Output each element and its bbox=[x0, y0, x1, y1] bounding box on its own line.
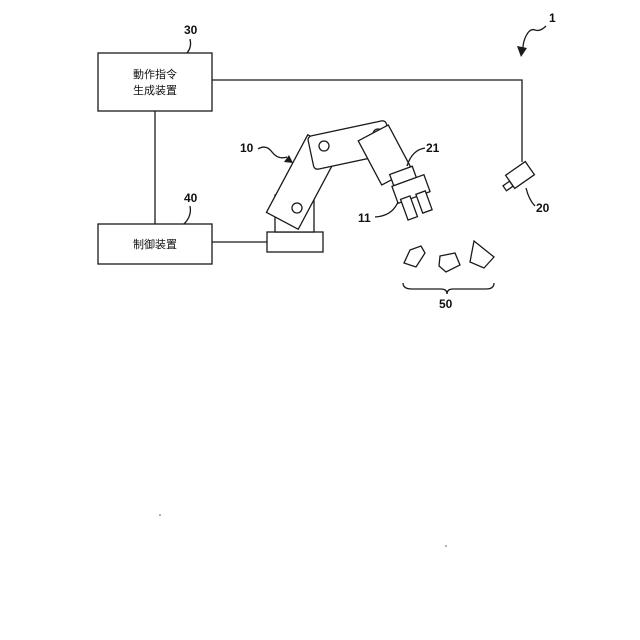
ref-label-20: 20 bbox=[536, 201, 550, 215]
ref-label-1: 1 bbox=[549, 11, 556, 25]
controller-label: 制御装置 bbox=[133, 237, 177, 251]
workpiece-1 bbox=[404, 246, 425, 267]
leader-1 bbox=[523, 26, 546, 48]
command-generator-box bbox=[98, 53, 212, 111]
robot-joint-elbow bbox=[319, 141, 329, 151]
controller-block: 制御装置 bbox=[98, 224, 212, 264]
leader-11 bbox=[375, 202, 398, 217]
workpiece-3 bbox=[470, 241, 494, 268]
ref-label-50: 50 bbox=[439, 297, 453, 311]
robot-joint-lower bbox=[292, 203, 302, 213]
command-generator-label-line1: 動作指令 bbox=[133, 67, 177, 81]
command-generator-label-line2: 生成装置 bbox=[133, 83, 177, 97]
scan-speck bbox=[159, 514, 161, 516]
ref-label-30: 30 bbox=[184, 23, 198, 37]
scan-speck bbox=[445, 545, 447, 547]
workpiece-2 bbox=[439, 253, 460, 272]
ref-label-11: 11 bbox=[358, 211, 371, 225]
robot-base bbox=[267, 232, 323, 252]
ref-label-40: 40 bbox=[184, 191, 198, 205]
ref-label-21: 21 bbox=[426, 141, 440, 155]
workpieces bbox=[404, 241, 494, 272]
leader-1-arrowhead bbox=[517, 46, 527, 57]
leader-10-arrowhead bbox=[284, 155, 293, 163]
leader-40 bbox=[184, 206, 190, 224]
ref-label-10: 10 bbox=[240, 141, 254, 155]
brace-50 bbox=[403, 283, 494, 294]
hand-finger-left bbox=[401, 196, 418, 220]
camera bbox=[503, 162, 534, 191]
hand-finger-right bbox=[416, 191, 432, 213]
leader-30 bbox=[187, 39, 191, 53]
leader-20 bbox=[526, 188, 535, 206]
leader-10 bbox=[258, 147, 287, 158]
command-generator-block: 動作指令 生成装置 bbox=[98, 53, 212, 111]
leader-21 bbox=[407, 148, 425, 166]
